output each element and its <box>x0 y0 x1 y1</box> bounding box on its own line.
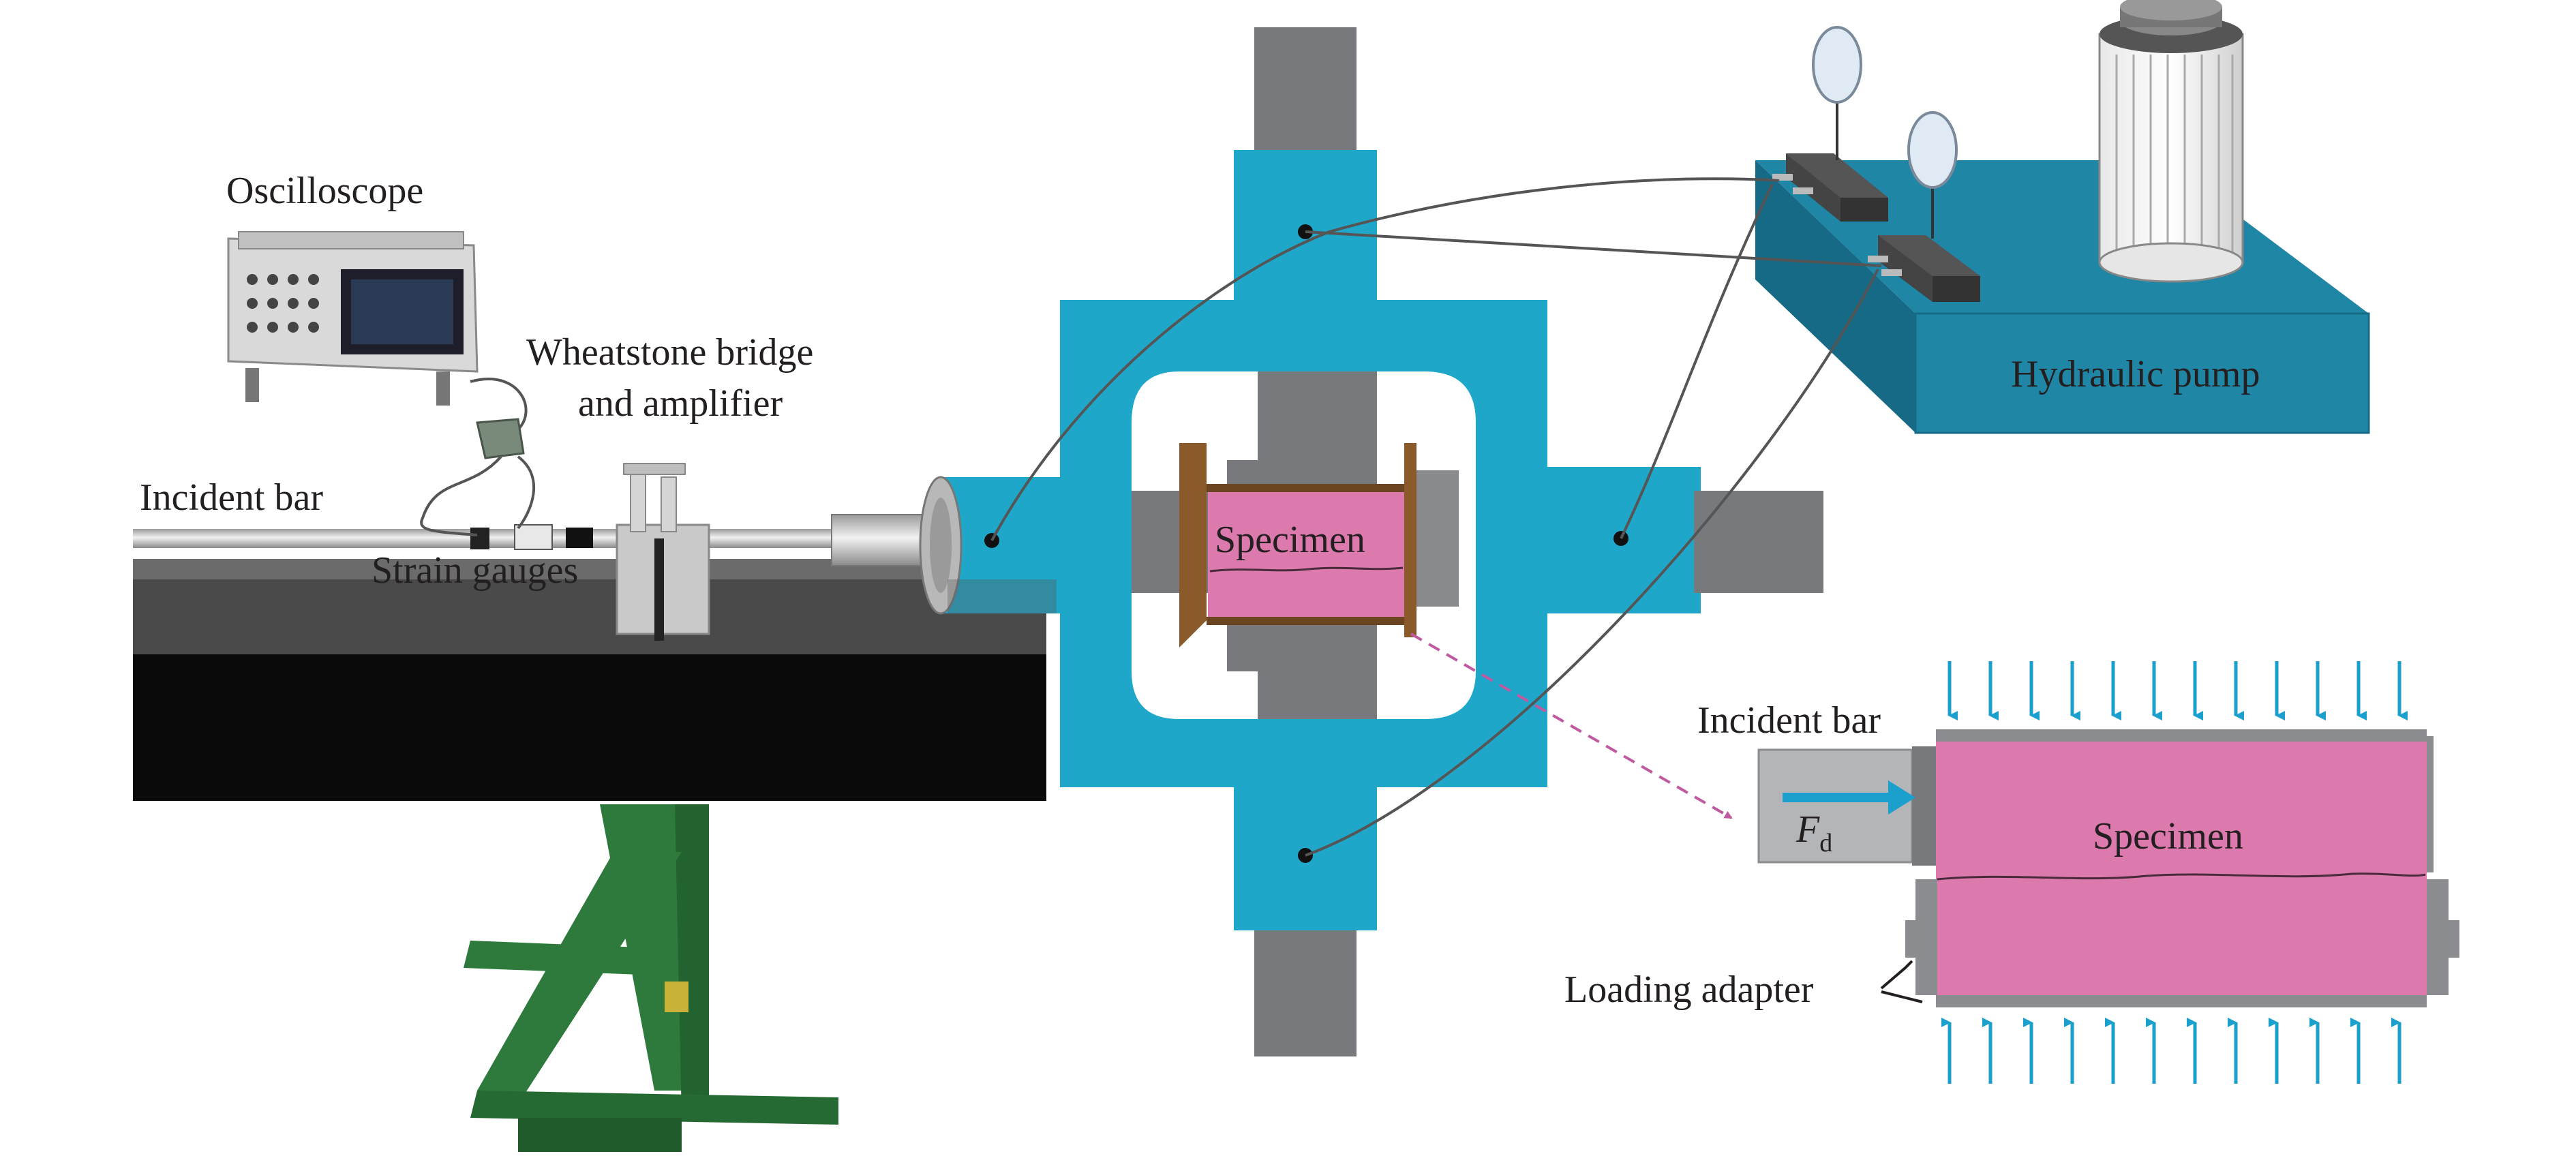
bench-body <box>133 654 1046 801</box>
top-plate <box>1936 729 2427 742</box>
bottom-plate <box>1936 995 2427 1007</box>
left-loading-adapter <box>1915 879 1937 995</box>
label-detail-specimen: Specimen <box>2093 815 2243 857</box>
label-detail-incident-bar: Incident bar <box>1697 699 1881 742</box>
label-loading-adapter: Loading adapter <box>1564 969 1814 1011</box>
detail-view <box>1757 729 2459 1007</box>
valve-block-1 <box>1786 153 1888 198</box>
strain-gauge-2 <box>514 524 553 550</box>
right-gray-bar <box>1694 491 1823 593</box>
label-wheatstone-line2: and amplifier <box>578 382 783 425</box>
pressure-gauge-1 <box>1812 26 1862 104</box>
label-wheatstone-line1: Wheatstone bridge <box>526 331 813 374</box>
right-adapter <box>1404 443 1416 637</box>
valve-block-2 <box>1878 235 1980 276</box>
force-symbol: F <box>1795 808 1820 851</box>
detail-incident-bar <box>1757 748 1913 864</box>
label-incident-bar: Incident bar <box>140 476 323 519</box>
reservoir-body <box>2098 33 2244 264</box>
label-hydraulic-pump: Hydraulic pump <box>2011 353 2260 395</box>
force-subscript: d <box>1819 829 1832 857</box>
strain-gauge-1 <box>470 528 489 549</box>
top-pressure-arrows <box>1948 661 2408 720</box>
wheatstone-amplifier <box>420 378 536 536</box>
detail-leader <box>1410 633 1733 819</box>
strain-gauge-3 <box>566 528 593 548</box>
label-strain-gauges: Strain gauges <box>372 549 578 592</box>
pump-side <box>1755 160 1915 433</box>
hydraulic-pump-unit <box>1755 0 2370 434</box>
oscilloscope <box>227 231 479 406</box>
detail-specimen-block <box>1936 742 2427 995</box>
support-stand <box>464 804 838 1152</box>
hydraulic-lines <box>990 177 1882 857</box>
frame-outer <box>1060 300 1547 787</box>
test-bench <box>133 463 1063 1152</box>
label-force: Fd <box>1795 808 1832 857</box>
right-loading-adapter <box>2427 879 2449 995</box>
top-gray-bar <box>1254 27 1357 164</box>
specimen-block <box>1208 492 1404 617</box>
label-oscilloscope: Oscilloscope <box>226 170 423 212</box>
bottom-gray-bar <box>1254 930 1357 1056</box>
bottom-pressure-arrows <box>1941 1018 2401 1084</box>
biaxial-frame <box>984 27 1823 1056</box>
label-specimen-center: Specimen <box>1215 519 1365 561</box>
pressure-gauge-2 <box>1907 111 1958 189</box>
left-adapter <box>1179 443 1207 648</box>
